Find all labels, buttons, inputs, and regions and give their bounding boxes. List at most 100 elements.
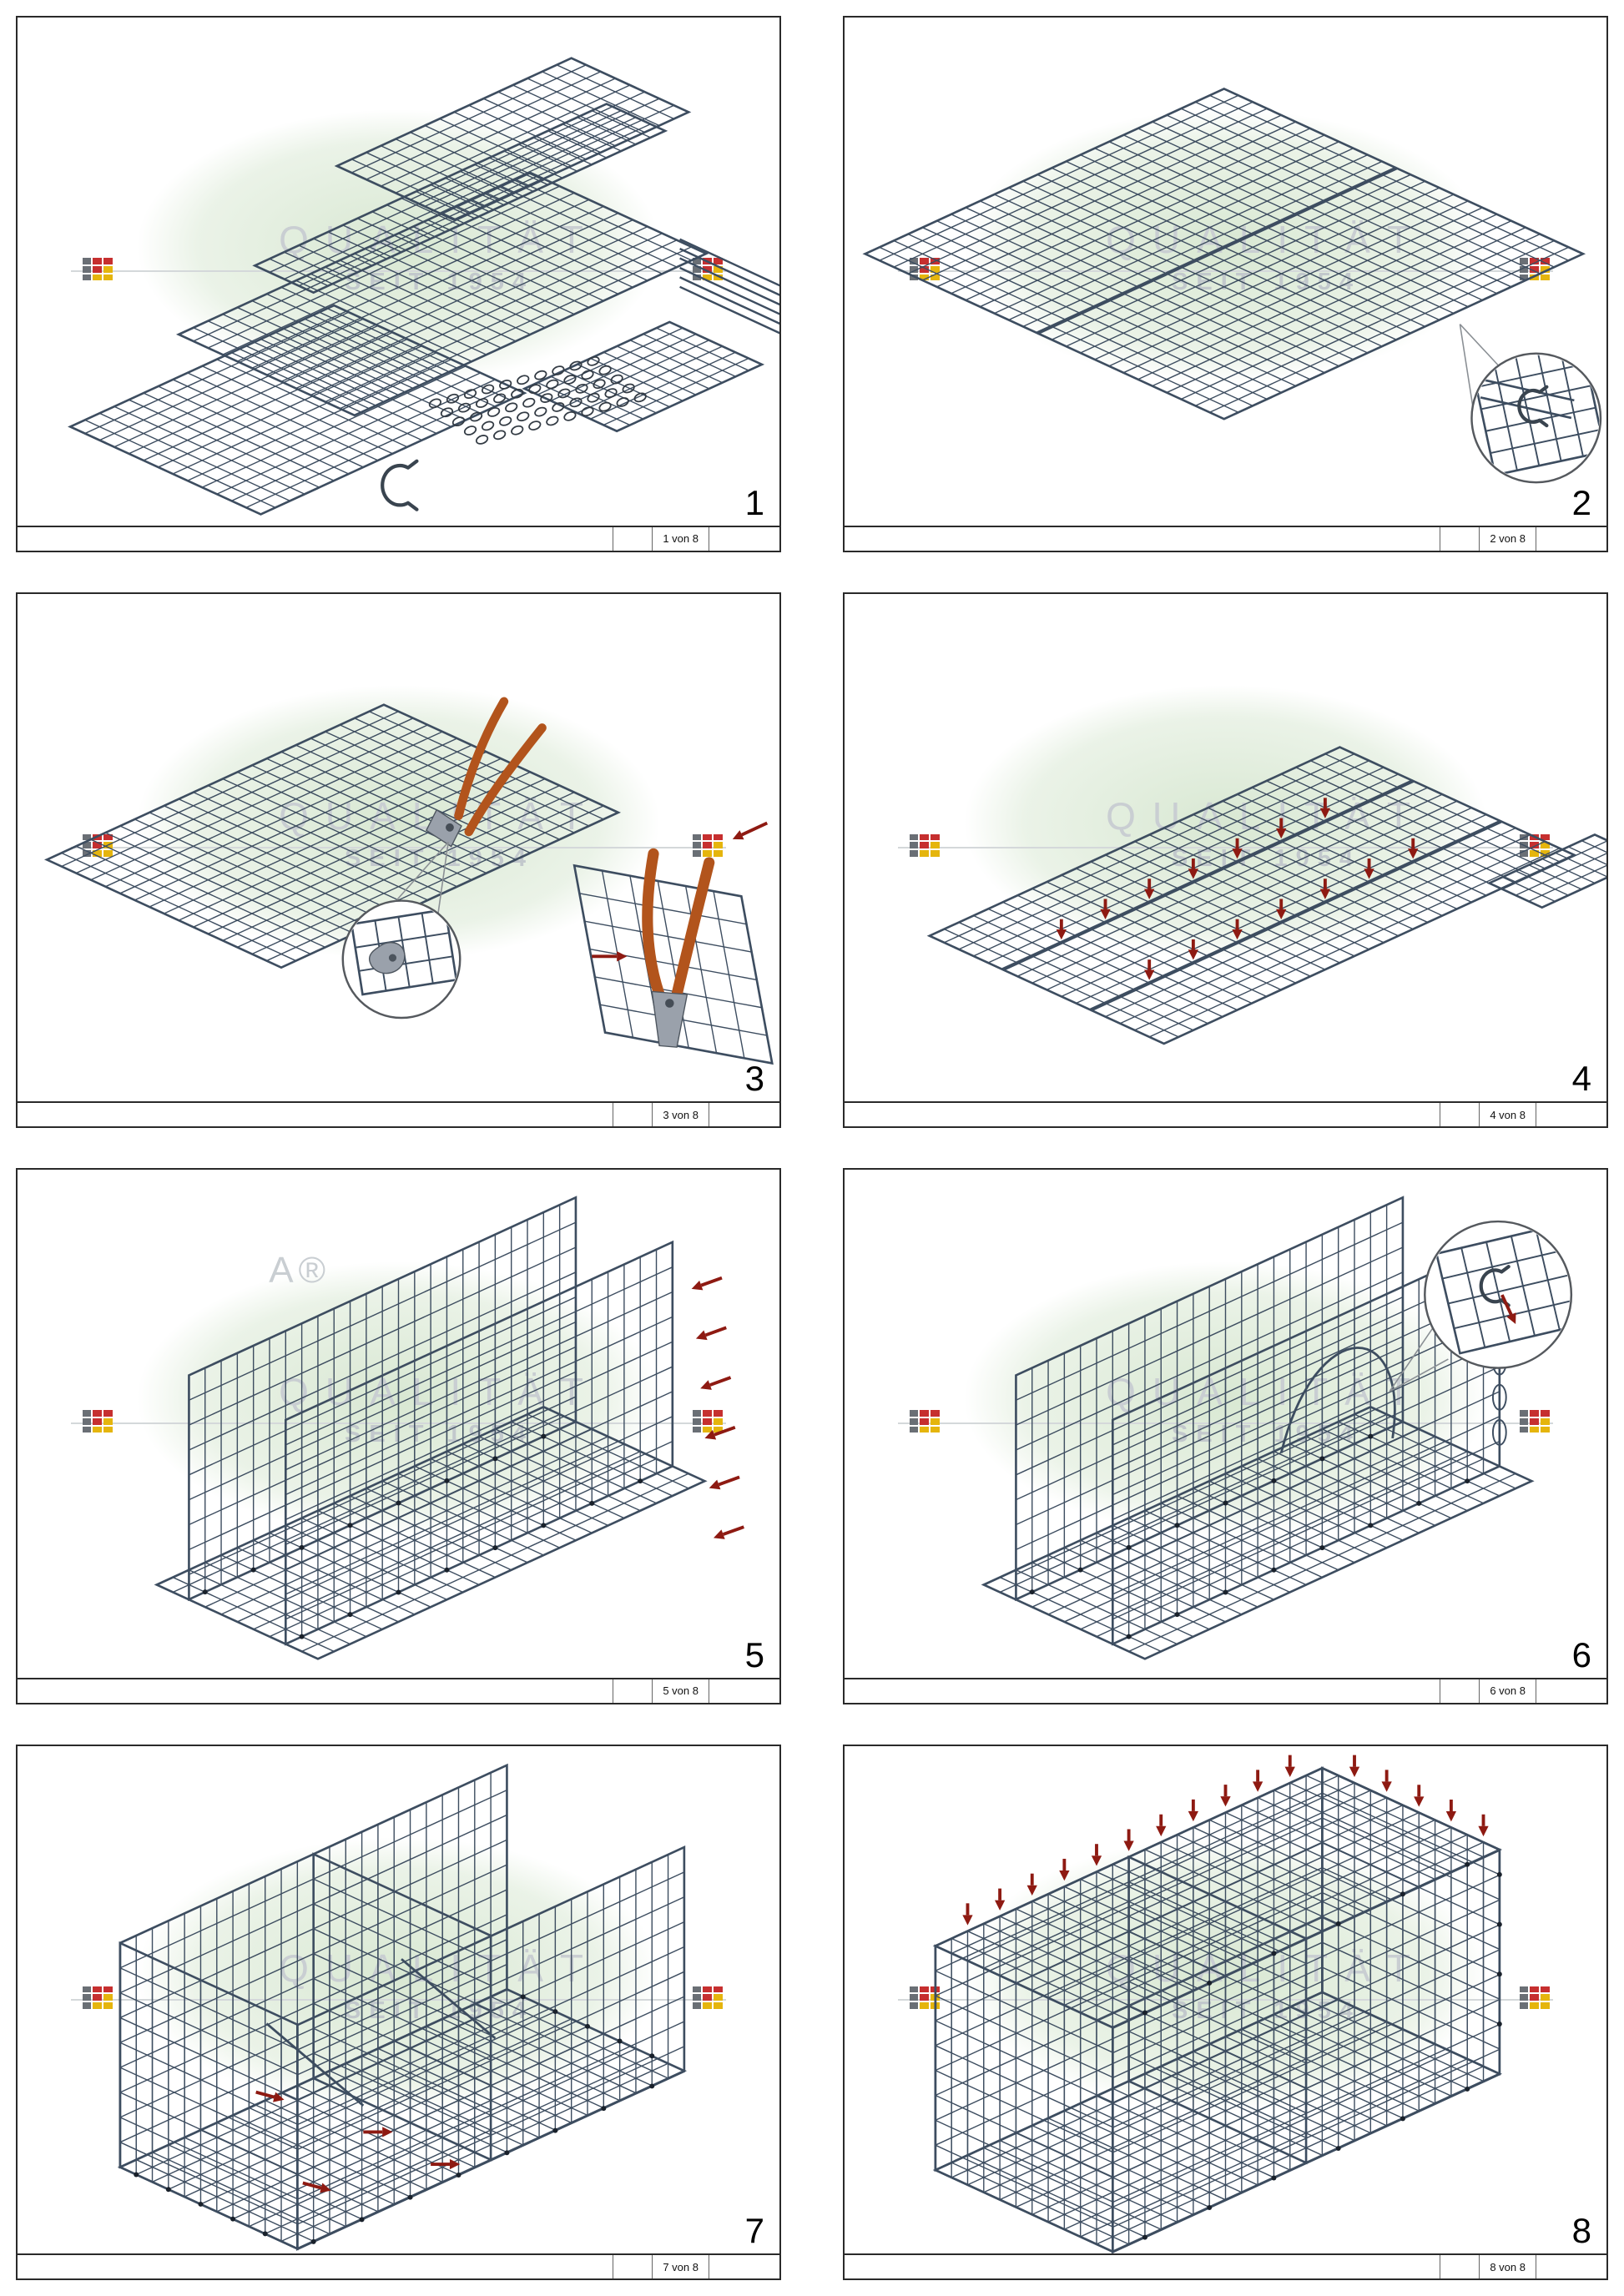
logo-square — [920, 1417, 929, 1425]
logo-square — [713, 1410, 723, 1417]
fold-arrows — [1056, 797, 1419, 980]
brand-logo-icon — [909, 1410, 940, 1433]
logo-square — [1540, 1417, 1550, 1425]
logo-square — [1530, 2002, 1539, 2009]
instruction-panel: QUALITÄT SEIT 1954 8 8 von 8 — [843, 1744, 1608, 2280]
logo-square — [82, 265, 92, 273]
logo-square — [82, 1986, 92, 1993]
step-illustration — [932, 1755, 1502, 2253]
step-number: 6 — [1571, 1634, 1591, 1674]
instruction-panel: QUALITÄT SEIT 1954 2 2 von 8 — [843, 16, 1608, 552]
logo-square — [93, 1986, 102, 1993]
logo-square — [692, 1426, 702, 1433]
watermark-rule — [897, 270, 1554, 273]
logo-square — [703, 274, 712, 281]
logo-square — [103, 1410, 113, 1417]
panel-footer: 3 von 8 — [18, 1101, 779, 1126]
detail-callout — [1470, 352, 1602, 484]
page-indicator: 3 von 8 — [652, 1103, 709, 1126]
watermark-brand-fragment: A® — [269, 1249, 331, 1291]
c-clip-icon — [381, 459, 419, 511]
clip-dots — [202, 1433, 643, 1639]
footer-cell — [613, 1679, 652, 1703]
logo-square — [93, 833, 102, 841]
logo-square — [1540, 2002, 1550, 2009]
logo-square — [692, 842, 702, 849]
watermark-rule — [70, 1998, 727, 2001]
logo-square — [703, 265, 712, 273]
logo-square — [909, 850, 919, 857]
logo-square — [909, 842, 919, 849]
close-lid-arrows — [962, 1755, 1489, 1926]
logo-square — [909, 258, 919, 264]
logo-square — [920, 833, 929, 841]
logo-square — [909, 265, 919, 273]
logo-square — [930, 1417, 940, 1425]
logo-square — [1540, 1410, 1550, 1417]
logo-square — [920, 265, 929, 273]
logo-square — [1530, 1994, 1539, 2001]
side-flap — [1486, 833, 1606, 909]
brand-logo-icon — [82, 1986, 113, 2009]
logo-square — [1530, 1426, 1539, 1433]
panel-footer: 6 von 8 — [845, 1677, 1606, 1703]
logo-square — [930, 1426, 940, 1433]
step-number: 1 — [744, 482, 764, 522]
logo-square — [1530, 850, 1539, 857]
logo-square — [93, 258, 102, 264]
logo-square — [920, 274, 929, 281]
logo-square — [920, 1986, 929, 1993]
logo-square — [703, 850, 712, 857]
logo-square — [713, 274, 723, 281]
logo-square — [93, 1417, 102, 1425]
logo-square — [93, 1410, 102, 1417]
logo-square — [713, 850, 723, 857]
logo-square — [93, 265, 102, 273]
pliers-cutting — [642, 848, 715, 1048]
logo-square — [1540, 850, 1550, 857]
page-indicator: 7 von 8 — [652, 2255, 709, 2278]
logo-square — [103, 1426, 113, 1433]
step-illustration — [862, 87, 1602, 484]
logo-square — [692, 1410, 702, 1417]
logo-square — [1540, 833, 1550, 841]
logo-square — [930, 850, 940, 857]
logo-square — [930, 1410, 940, 1417]
logo-square — [1540, 1426, 1550, 1433]
logo-square — [920, 2002, 929, 2009]
logo-square — [103, 1994, 113, 2001]
logo-square — [82, 1994, 92, 2001]
step-illustration — [43, 697, 774, 1065]
logo-square — [692, 265, 702, 273]
logo-square — [103, 842, 113, 849]
logo-square — [1530, 1417, 1539, 1425]
logo-square — [103, 258, 113, 264]
mesh-panels — [68, 57, 765, 516]
logo-square — [703, 842, 712, 849]
panel-footer: 7 von 8 — [18, 2253, 779, 2278]
clip-dots — [134, 1993, 655, 2244]
logo-square — [692, 1986, 702, 1993]
logo-square — [103, 2002, 113, 2009]
footer-cell — [1440, 2255, 1479, 2278]
logo-square — [103, 1417, 113, 1425]
logo-square — [703, 1410, 712, 1417]
logo-square — [920, 1426, 929, 1433]
mesh-lid — [932, 1766, 1502, 2029]
logo-square — [1530, 1410, 1539, 1417]
logo-square — [920, 258, 929, 264]
logo-square — [1519, 258, 1529, 264]
instruction-panel: QUALITÄT SEIT 1954 1 1 von 8 — [16, 16, 781, 552]
logo-square — [713, 833, 723, 841]
logo-square — [920, 1410, 929, 1417]
logo-square — [1530, 1986, 1539, 1993]
footer-cell — [1440, 1103, 1479, 1126]
logo-square — [713, 265, 723, 273]
pliers-standing — [425, 697, 547, 848]
step-number: 7 — [744, 2211, 764, 2250]
footer-cell — [1440, 526, 1479, 551]
mesh-wall-right — [1321, 1765, 1501, 2076]
logo-square — [1519, 1986, 1529, 1993]
instruction-panel: QUALITÄT SEIT 1954 3 3 von 8 — [16, 592, 781, 1128]
